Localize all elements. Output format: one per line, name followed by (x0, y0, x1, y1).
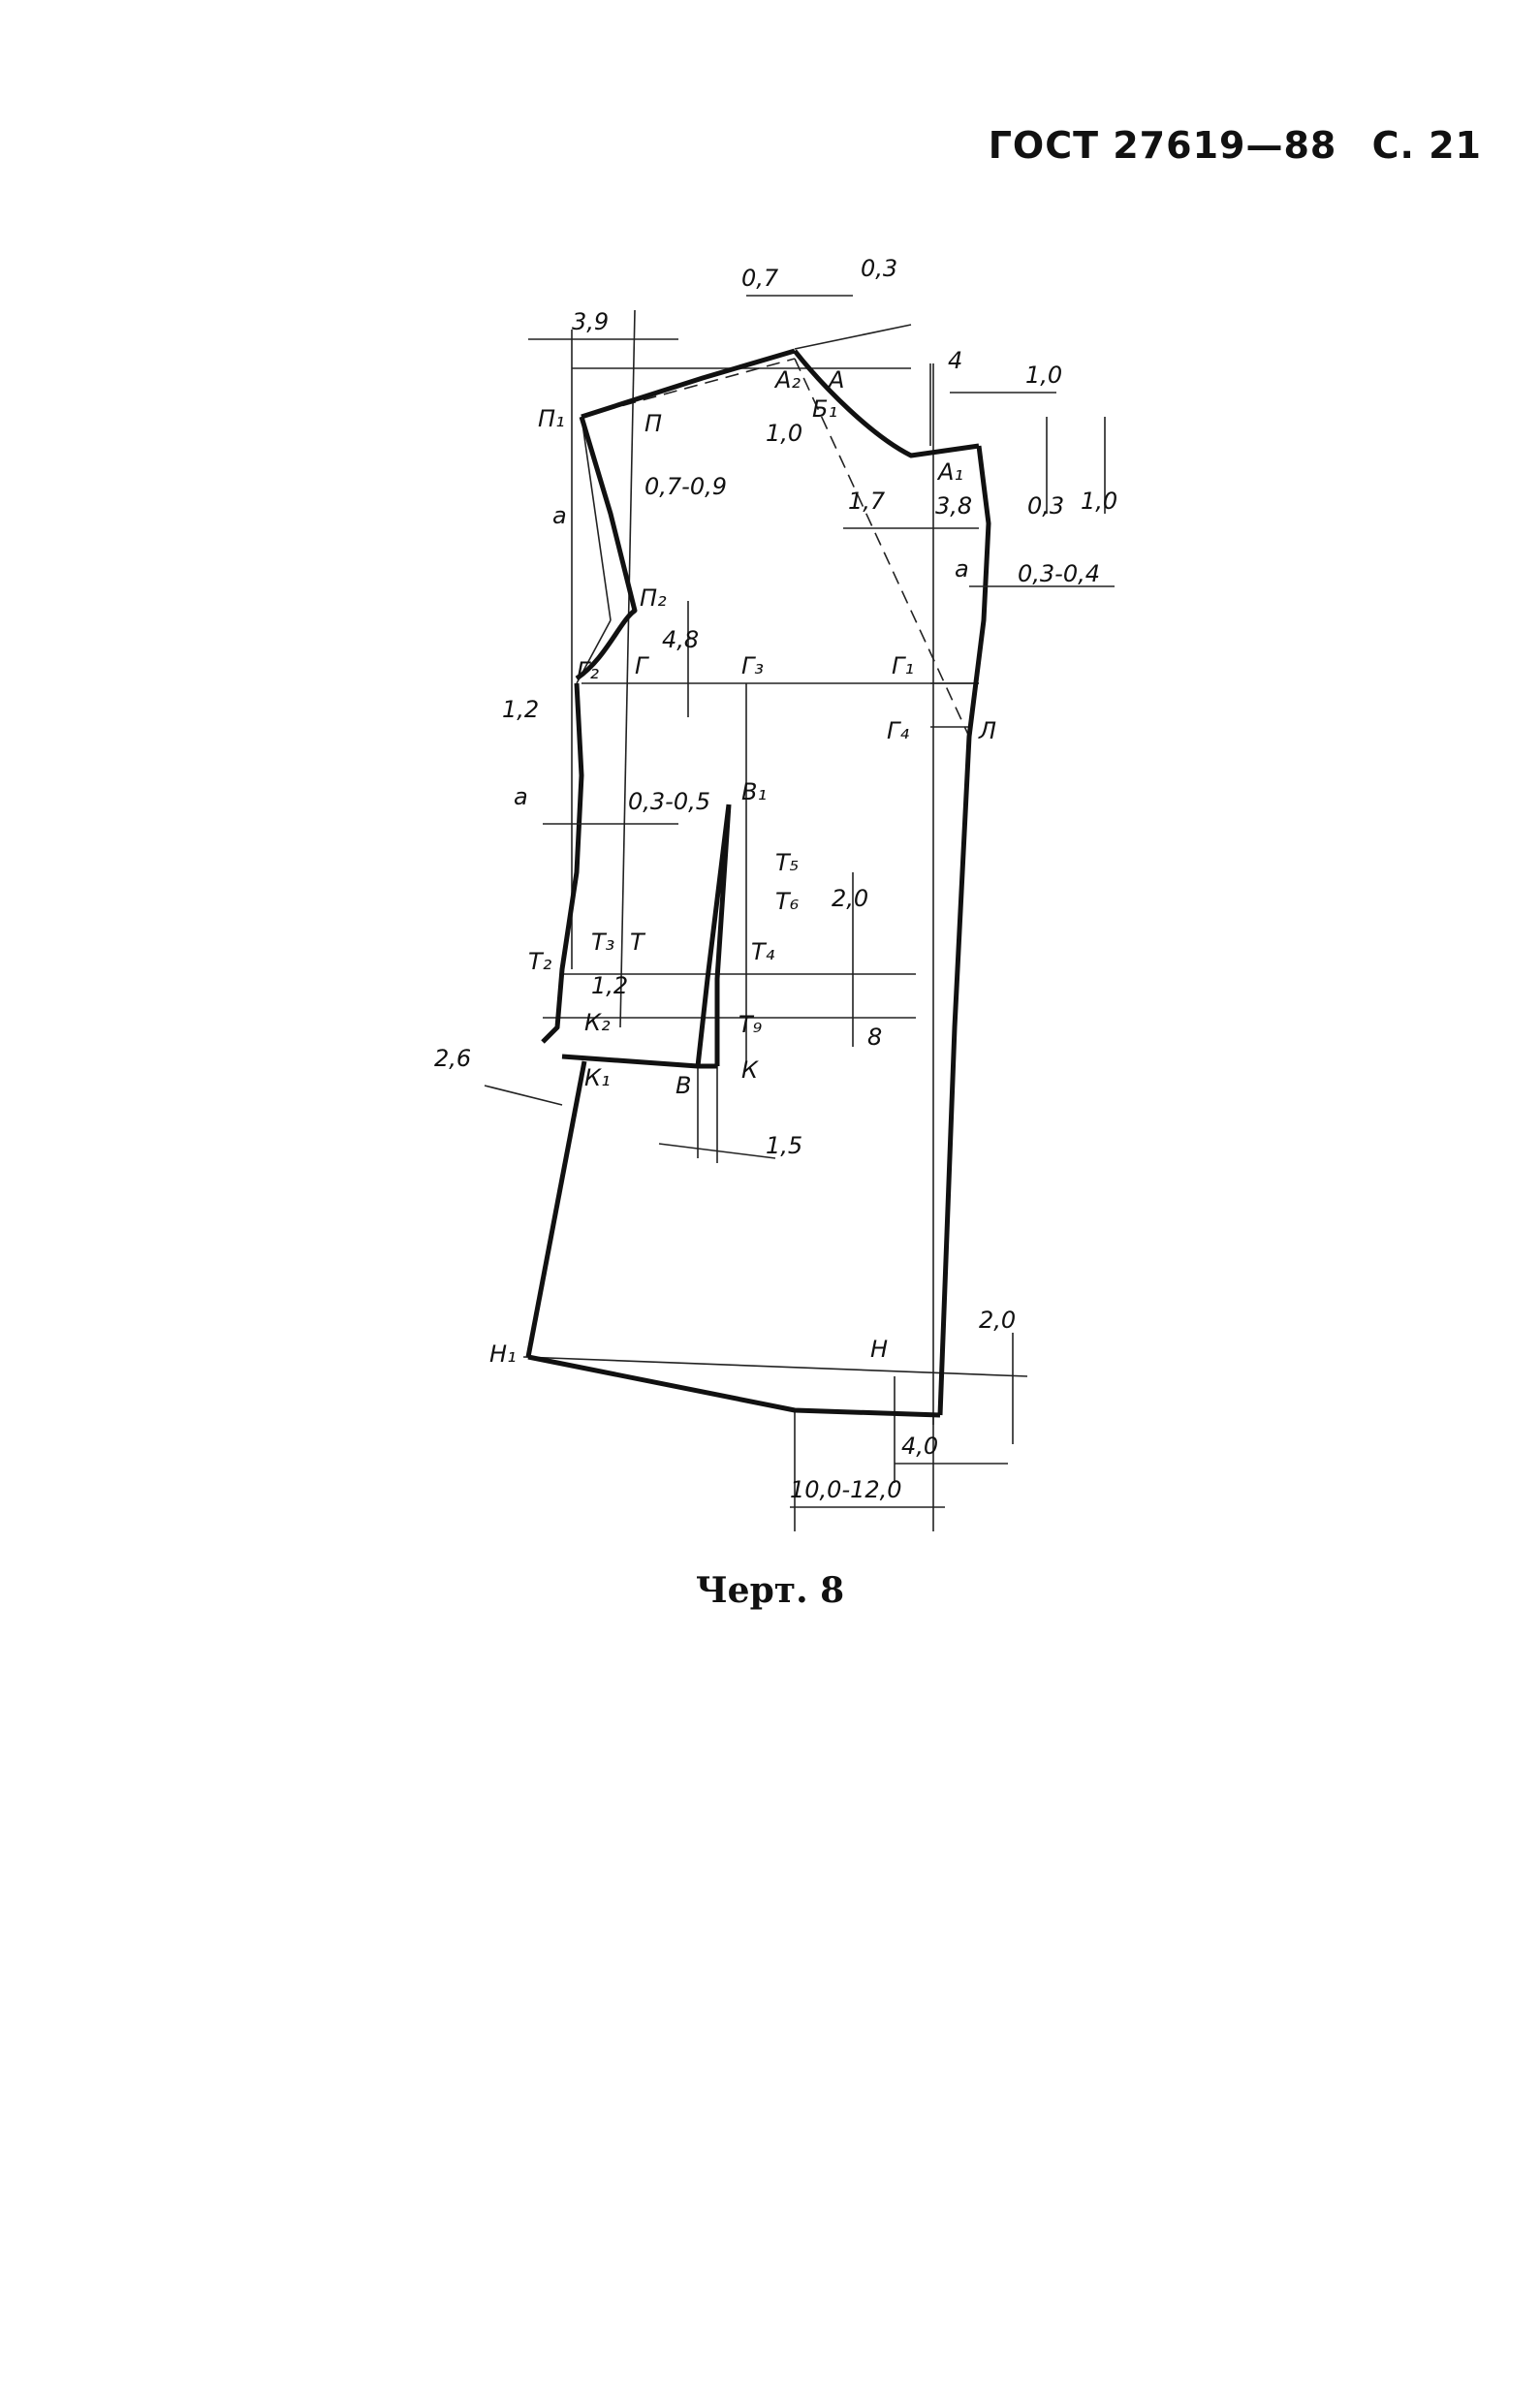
neckline (793, 349, 980, 458)
dim-1-5: 1,5 (766, 1132, 802, 1159)
point-T2: Т₂ (528, 948, 552, 975)
point-H1: Н₁ (489, 1340, 517, 1368)
point-4: 4 (948, 347, 962, 374)
dim-1-0-side: 1,0 (1081, 488, 1117, 515)
point-V: В (676, 1072, 691, 1099)
point-P1: П₁ (538, 405, 565, 432)
point-B1: Б₁ (812, 395, 837, 423)
dim-1-2-arm: 1,2 (502, 696, 539, 723)
dim-4-0: 4,0 (901, 1433, 938, 1460)
dim-1-0-right: 1,0 (1025, 362, 1062, 389)
neck-guide (794, 324, 912, 350)
dim-2-0-dart: 2,0 (832, 885, 868, 912)
label-a-front: а (955, 555, 969, 583)
side-seam (541, 682, 584, 1044)
dim-0-3-0-4: 0,3-0,4 (1018, 560, 1100, 587)
point-A: А (827, 366, 844, 394)
dimension-lines (484, 295, 1115, 1508)
point-labels: П₁ П П₂ А₂ А Б₁ А₁ 4 Г Г₂ Г₃ Г₁ Г₄ Л В₁ … (489, 347, 996, 1368)
point-K: К (741, 1056, 759, 1084)
dim-4-8: 4,8 (662, 626, 699, 653)
point-V1: В₁ (741, 778, 767, 805)
dim-0-3-0-5: 0,3-0,5 (628, 788, 710, 815)
center-front (937, 445, 991, 1416)
dim-3-8: 3,8 (935, 492, 972, 520)
dim-1-2-waist: 1,2 (591, 972, 628, 999)
point-G2: Г₂ (577, 657, 599, 684)
armhole-guide (581, 416, 612, 621)
point-K2: К₂ (584, 1009, 611, 1036)
dim-0-3-top: 0,3 (861, 255, 897, 282)
armhole (575, 416, 638, 681)
dim-10-12: 10,0-12,0 (790, 1476, 902, 1503)
point-A1: А₁ (936, 458, 963, 486)
construction-lines (522, 309, 1028, 1531)
label-a-side: а (514, 783, 528, 810)
point-G3: Г₃ (741, 652, 764, 679)
page-number: С. 21 (1371, 124, 1482, 167)
point-T4: Т₄ (751, 938, 775, 965)
pattern-contour (525, 348, 991, 1418)
dart (695, 804, 732, 1067)
vertical-guide-armhole (619, 309, 636, 1028)
dim-3-9: 3,9 (572, 308, 609, 335)
point-T3: Т₃ (591, 929, 614, 956)
figure-caption: Черт. 8 (695, 1570, 845, 1611)
waist-bottom (561, 1054, 717, 1069)
dashed-shoulder (581, 358, 796, 418)
point-T: Т (630, 929, 646, 956)
lower-side (525, 1060, 587, 1358)
hem (527, 1354, 941, 1418)
point-P2: П₂ (640, 584, 667, 612)
dim-0-7: 0,7 (741, 265, 779, 292)
standard-number: ГОСТ 27619—88 (988, 124, 1337, 167)
point-G1: Г₁ (892, 652, 914, 679)
point-T6: Т₆ (775, 888, 800, 915)
dimension-labels: 3,9 0,7 0,3 1,0 1,0 0,7-0,9 1,7 3,8 0,3 … (434, 255, 1117, 1503)
point-K1: К₁ (584, 1064, 611, 1091)
label-a-shoulder: а (552, 502, 567, 529)
dim-0-3-side: 0,3 (1027, 492, 1064, 520)
point-P: П (644, 410, 662, 437)
point-G: Г (635, 652, 649, 679)
point-T5: Т₅ (775, 849, 799, 876)
page-header: ГОСТ 27619—88 С. 21 (989, 124, 1482, 167)
point-H: Н (870, 1336, 888, 1363)
shoulder-seam (581, 348, 796, 420)
point-T9: Т₉ (739, 1011, 763, 1038)
dim-2-6: 2,6 (434, 1045, 471, 1072)
dim-8: 8 (867, 1024, 882, 1051)
dim-2-0-hem: 2,0 (979, 1307, 1016, 1334)
dim-1-0-neck: 1,0 (766, 420, 802, 447)
dim-0-7-0-9: 0,7-0,9 (644, 473, 727, 500)
dim-1-7: 1,7 (848, 488, 886, 515)
point-A2: А₂ (773, 366, 801, 394)
point-L: Л (978, 717, 996, 744)
point-G4: Г₄ (887, 717, 909, 744)
dashed-diagonal (794, 358, 970, 738)
